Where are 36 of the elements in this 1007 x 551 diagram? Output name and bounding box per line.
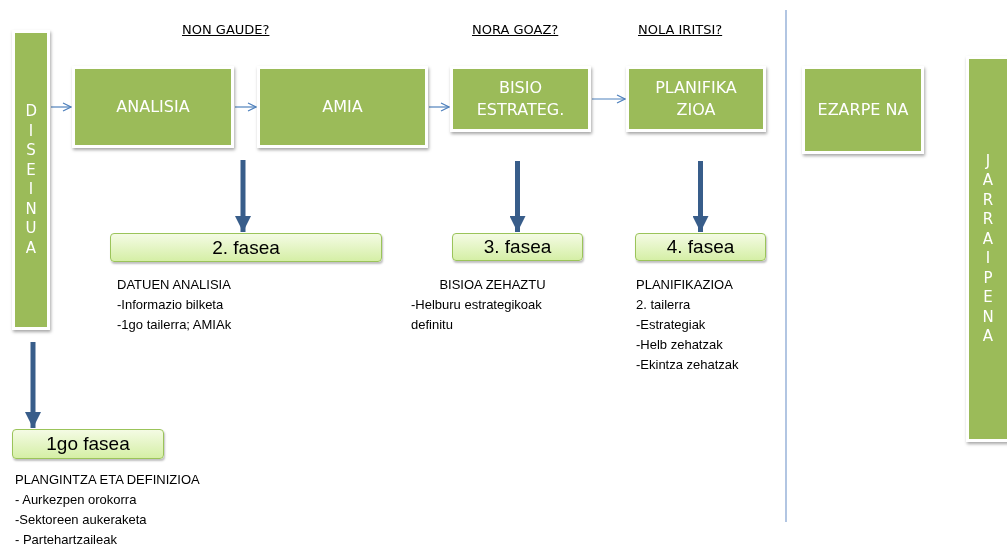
arrow: [235, 160, 251, 232]
phase-heading: PLANGINTZA ETA DEFINIZIOA: [15, 471, 200, 489]
arrow: [509, 161, 526, 232]
process-box: EZARPE NA: [802, 66, 924, 154]
section-heading: NOLA IRITSI?: [638, 22, 723, 37]
arrow: [591, 94, 626, 104]
section-heading: NON GAUDE?: [182, 22, 270, 37]
phase-heading: PLANIFIKAZIOA: [636, 276, 734, 294]
phase-heading: BISIOA ZEHAZTU: [438, 276, 547, 294]
phase-box: 1go fasea: [12, 429, 164, 459]
phase-item: -Sektoreen aukeraketa: [15, 511, 148, 529]
process-box: BISIO ESTRATEG.: [450, 66, 591, 132]
phase-item: -Helb zehatzak: [636, 336, 724, 354]
process-box: PLANIFIKA ZIOA: [626, 66, 766, 132]
arrow: [428, 102, 450, 112]
phase-item: -Ekintza zehatzak: [636, 356, 739, 374]
arrow: [50, 102, 72, 112]
process-box: AMIA: [257, 66, 428, 148]
vertical-stage-bar: DISEINUA: [12, 30, 50, 330]
phase-item: 2. tailerra: [636, 296, 692, 314]
phase-item: - Partehartzaileak: [15, 531, 118, 549]
phase-heading: DATUEN ANALISIA: [117, 276, 232, 294]
phase-box: 3. fasea: [452, 233, 583, 261]
arrow: [692, 161, 709, 232]
process-box: ANALISIA: [72, 66, 234, 148]
section-heading: NORA GOAZ?: [472, 22, 559, 37]
phase-item: - Aurkezpen orokorra: [15, 491, 138, 509]
phase-item: -Estrategiak: [636, 316, 707, 334]
vertical-stage-bar: JARRAIPENA: [966, 56, 1007, 442]
arrow: [234, 102, 257, 112]
phase-box: 4. fasea: [635, 233, 766, 261]
phase-item: -Helburu estrategikoak definitu: [410, 296, 543, 334]
phase-item: -1go tailerra; AMIAk: [117, 316, 232, 334]
phase-box: 2. fasea: [110, 233, 382, 262]
phase-item: -Informazio bilketa: [117, 296, 225, 314]
arrow: [25, 342, 41, 428]
